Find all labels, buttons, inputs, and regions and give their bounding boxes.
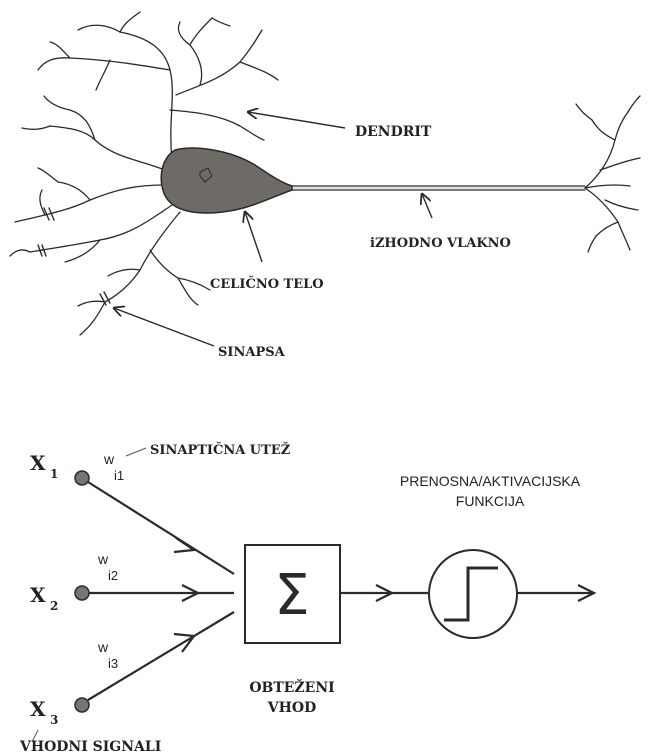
weighted-input-label-line1: OBTEŽENI <box>249 678 334 696</box>
svg-text:w: w <box>97 639 109 655</box>
input-signals-label: VHODNI SIGNALI <box>19 739 161 754</box>
synapse-marks <box>38 208 110 305</box>
svg-text:X: X <box>30 583 46 607</box>
sum-symbol: Σ <box>274 563 309 628</box>
synapse-label: SINAPSA <box>218 345 286 360</box>
cell-body-label: CELIČNO TELO <box>210 275 324 292</box>
weight-w-i3: w i3 <box>97 639 118 671</box>
synaptic-weight-pointer <box>126 448 146 456</box>
svg-text:3: 3 <box>50 713 58 727</box>
activation-function-node <box>429 550 517 638</box>
input-x1-label: X 1 <box>30 451 58 481</box>
input-node-x3 <box>75 698 89 712</box>
svg-text:i3: i3 <box>108 656 118 671</box>
weight-w-i1: w i1 <box>103 451 124 483</box>
cell-body-pointer <box>245 212 262 262</box>
input-node-x2 <box>75 586 89 600</box>
weighted-input-label-line2: VHOD <box>267 700 316 716</box>
input-x2-label: X 2 <box>30 583 58 613</box>
input-node-x1 <box>75 471 89 485</box>
svg-text:w: w <box>97 551 109 567</box>
perceptron-model: X 1 X 2 X 3 w i1 w i2 w i3 SINAPTIČNA <box>19 441 594 754</box>
svg-text:i1: i1 <box>114 468 124 483</box>
input-x3-label: X 3 <box>30 697 58 727</box>
activation-label-line2: FUNKCIJA <box>456 493 525 509</box>
output-edge <box>517 585 594 601</box>
axon <box>285 186 585 190</box>
svg-text:1: 1 <box>50 467 58 481</box>
dendrite-pointer <box>248 112 345 128</box>
biological-neuron <box>10 12 640 335</box>
axon-terminals <box>576 96 640 252</box>
dendrite-label: DENDRIT <box>355 124 432 140</box>
sum-to-activation-edge <box>340 585 428 601</box>
svg-text:i2: i2 <box>108 568 118 583</box>
cell-body <box>161 148 292 213</box>
activation-label-line1: PRENOSNA/AKTIVACIJSKA <box>400 473 581 489</box>
svg-text:X: X <box>30 451 46 475</box>
axon-label: iZHODNO VLAKNO <box>370 236 511 251</box>
svg-text:w: w <box>103 451 115 467</box>
synapse-pointer <box>114 308 214 346</box>
svg-text:X: X <box>30 697 46 721</box>
svg-text:2: 2 <box>50 599 58 613</box>
weight-w-i2: w i2 <box>97 551 118 583</box>
synaptic-weight-label: SINAPTIČNA UTEŽ <box>150 441 291 458</box>
axon-pointer <box>422 194 432 218</box>
